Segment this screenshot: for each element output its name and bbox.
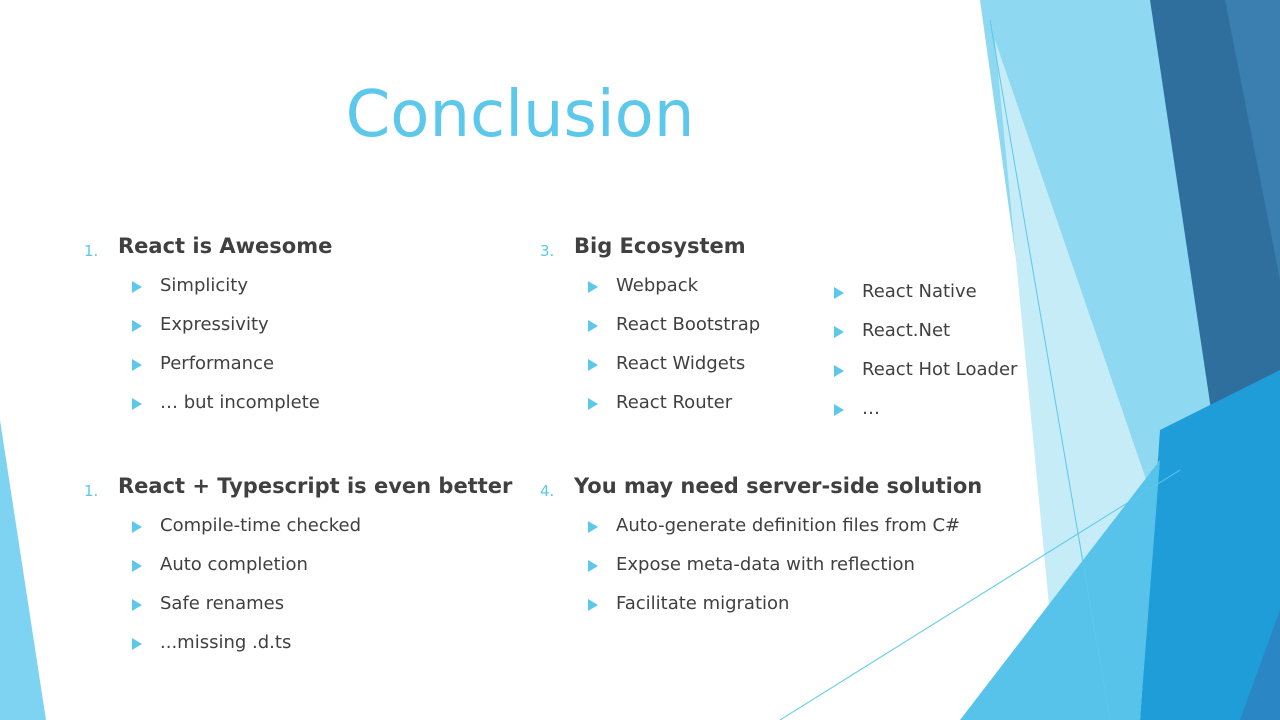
bullet-list: Compile-time checked Auto completion Saf…: [84, 514, 524, 670]
arrow-bullet-icon: [132, 398, 142, 410]
bullet-item: React.Net: [834, 319, 1054, 358]
bullet-item: Safe renames: [84, 592, 524, 631]
slide-title: Conclusion: [345, 78, 695, 152]
arrow-bullet-icon: [132, 560, 142, 572]
bullet-item: React Router: [540, 391, 780, 430]
bottom-facet-light: [960, 460, 1160, 720]
bullet-list: Webpack React Bootstrap React Widgets Re…: [540, 274, 780, 430]
bullet-item: React Hot Loader: [834, 358, 1054, 397]
arrow-bullet-icon: [588, 320, 598, 332]
section-number: 4.: [540, 482, 555, 500]
right-facet-mid: [1225, 0, 1280, 280]
bullet-item: Simplicity: [84, 274, 504, 313]
arrow-bullet-icon: [588, 521, 598, 533]
bottom-facet-deep: [1240, 610, 1280, 720]
section-heading: 3. Big Ecosystem: [540, 234, 780, 264]
section-number: 1.: [84, 482, 99, 500]
section-react-typescript: 1. React + Typescript is even better Com…: [84, 474, 524, 670]
bullet-item: Facilitate migration: [540, 592, 1000, 631]
bullet-list: React Native React.Net React Hot Loader …: [834, 280, 1054, 436]
bullet-item: React Native: [834, 280, 1054, 319]
arrow-bullet-icon: [588, 398, 598, 410]
section-heading: 1. React is Awesome: [84, 234, 504, 264]
arrow-bullet-icon: [834, 404, 844, 416]
section-title: You may need server-side solution: [574, 474, 983, 498]
bullet-item: Compile-time checked: [84, 514, 524, 553]
right-facet-cyan: [1140, 370, 1280, 720]
bullet-item: Performance: [84, 352, 504, 391]
section-big-ecosystem-column-2: React Native React.Net React Hot Loader …: [834, 280, 1054, 436]
bullet-item: …: [834, 397, 1054, 436]
section-title: React is Awesome: [118, 234, 333, 258]
arrow-bullet-icon: [588, 599, 598, 611]
bullet-item: Webpack: [540, 274, 780, 313]
arrow-bullet-icon: [132, 599, 142, 611]
section-number: 3.: [540, 242, 555, 260]
bullet-list: Auto-generate definition files from C# E…: [540, 514, 1000, 631]
arrow-bullet-icon: [588, 359, 598, 371]
arrow-bullet-icon: [132, 359, 142, 371]
bullet-item: ...missing .d.ts: [84, 631, 524, 670]
accent-line-1: [989, 19, 1111, 720]
section-title: React + Typescript is even better: [118, 474, 513, 498]
arrow-bullet-icon: [132, 281, 142, 293]
accent-line-2: [779, 469, 1181, 720]
arrow-bullet-icon: [588, 281, 598, 293]
arrow-bullet-icon: [132, 320, 142, 332]
arrow-bullet-icon: [834, 326, 844, 338]
bullet-list: Simplicity Expressivity Performance … bu…: [84, 274, 504, 430]
arrow-bullet-icon: [132, 521, 142, 533]
section-server-side-solution: 4. You may need server-side solution Aut…: [540, 474, 1000, 631]
section-big-ecosystem: 3. Big Ecosystem Webpack React Bootstrap…: [540, 234, 780, 430]
bullet-item: Auto completion: [84, 553, 524, 592]
bullet-item: Expressivity: [84, 313, 504, 352]
arrow-bullet-icon: [132, 638, 142, 650]
bullet-item: … but incomplete: [84, 391, 504, 430]
bullet-item: React Bootstrap: [540, 313, 780, 352]
section-heading: 1. React + Typescript is even better: [84, 474, 524, 504]
arrow-bullet-icon: [834, 287, 844, 299]
arrow-bullet-icon: [834, 365, 844, 377]
section-title: Big Ecosystem: [574, 234, 746, 258]
arrow-bullet-icon: [588, 560, 598, 572]
left-edge-shape: [0, 420, 46, 720]
bullet-item: Auto-generate definition files from C#: [540, 514, 1000, 553]
section-number: 1.: [84, 242, 99, 260]
bullet-item: React Widgets: [540, 352, 780, 391]
bullet-item: Expose meta-data with reflection: [540, 553, 1000, 592]
section-heading: 4. You may need server-side solution: [540, 474, 1000, 504]
section-react-is-awesome: 1. React is Awesome Simplicity Expressiv…: [84, 234, 504, 430]
